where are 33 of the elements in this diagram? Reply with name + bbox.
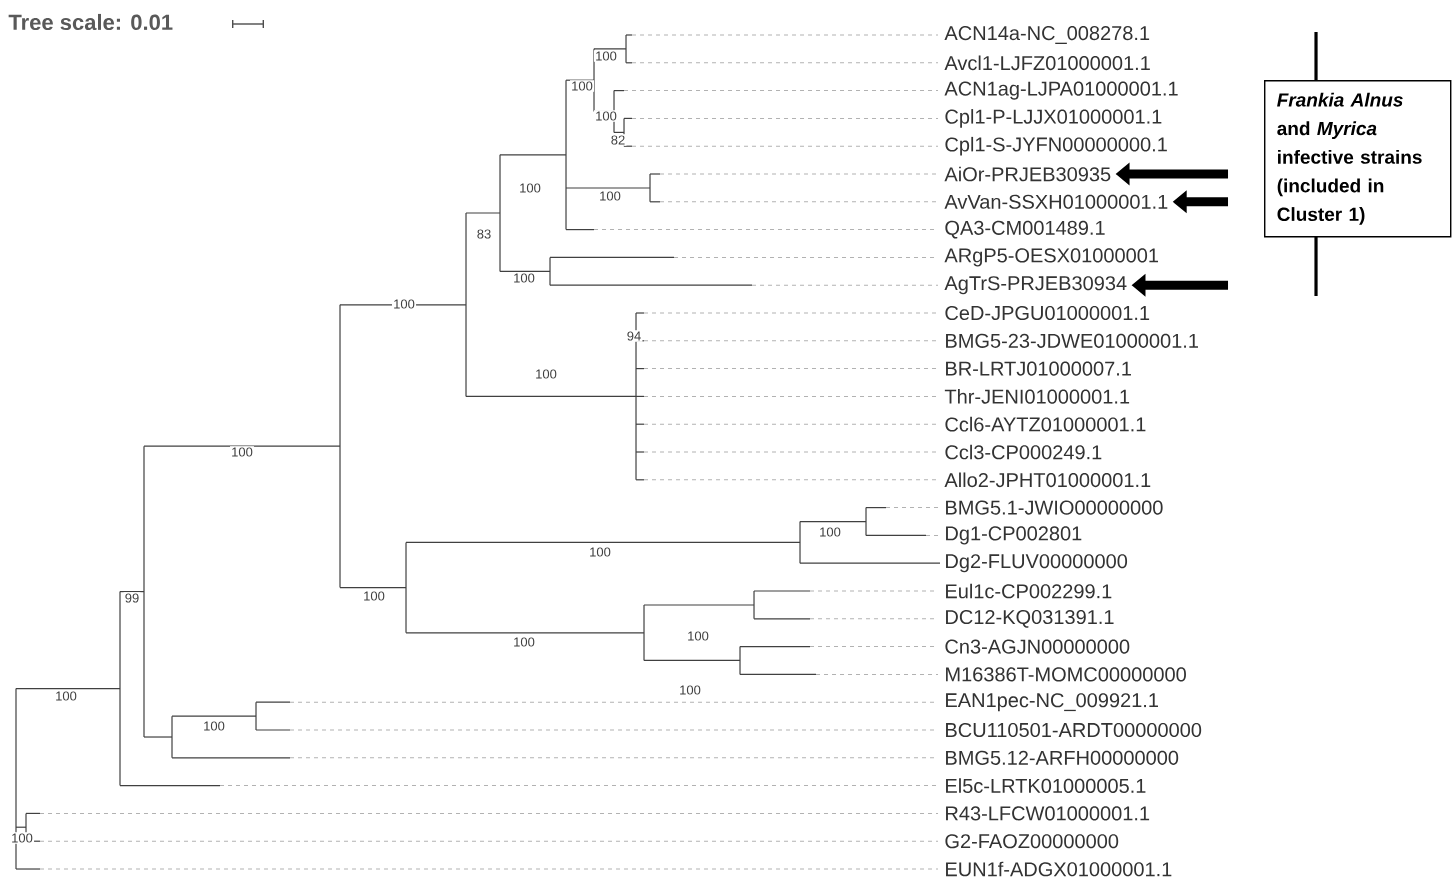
leaf-label: QA3-CM001489.1 <box>945 220 1105 239</box>
leaf-label: Cpl1-S-JYFN00000000.1 <box>945 136 1167 156</box>
leaf-label: Dg1-CP002801 <box>946 526 1082 545</box>
leaf-label: BMG5-23-JDWE01000001.1 <box>946 333 1198 348</box>
leaf-label: Avcl1-LJFZ01000001.1 <box>944 55 1150 71</box>
leaf-label: R43-LFCW01000001.1 <box>946 806 1150 821</box>
leaf-label: BMG5.12-ARFH00000000 <box>946 750 1179 765</box>
leaf-label: AgTrS-PRJEB30934 <box>944 276 1127 295</box>
callout-box: Frankia Alnus and Myrica infective strains (included in Cluster 1) <box>1264 80 1452 238</box>
leaf-label: AvVan-SSXH01000001.1 <box>944 194 1168 209</box>
leaf-label: BR-LRTJ01000007.1 <box>946 361 1131 376</box>
scale-label: Tree scale: 0.01 <box>8 13 173 31</box>
leaf-label: ARgP5-OESX01000001 <box>944 248 1158 267</box>
leaf-label: CeD-JPGU01000001.1 <box>945 305 1150 321</box>
leaf-label: G2-FAOZ00000000 <box>945 834 1119 849</box>
leaf-label: BMG5.1-JWIO00000000 <box>946 500 1163 515</box>
leaf-label: Ccl6-AYTZ01000001.1 <box>945 416 1146 432</box>
leaf-label: El5c-LRTK01000005.1 <box>946 778 1146 793</box>
leaf-label: AiOr-PRJEB30935 <box>944 166 1111 182</box>
leaf-label: Thr-JENI01000001.1 <box>944 389 1130 404</box>
leaf-label: Ccl3-CP000249.1 <box>945 444 1102 460</box>
leaf-label: BCU110501-ARDT00000000 <box>946 722 1202 738</box>
leaf-label: Cn3-AGJN00000000 <box>945 639 1130 654</box>
leaf-label: Cpl1-P-LJJX01000001.1 <box>945 109 1162 128</box>
leaf-label: M16386T-MOMC00000000 <box>946 667 1186 682</box>
leaf-label: EAN1pec-NC_009921.1 <box>946 693 1158 712</box>
leaf-label: EUN1f-ADGX01000001.1 <box>946 861 1172 877</box>
leaf-label: Allo2-JPHT01000001.1 <box>944 472 1151 488</box>
leaf-label: ACN1ag-LJPA01000001.1 <box>944 81 1178 100</box>
leaf-label: ACN14a-NC_008278.1 <box>944 26 1150 44</box>
leaf-label: Dg2-FLUV00000000 <box>946 554 1128 573</box>
leaf-label: DC12-KQ031391.1 <box>946 609 1114 628</box>
leaf-label: Eul1c-CP002299.1 <box>946 583 1112 599</box>
